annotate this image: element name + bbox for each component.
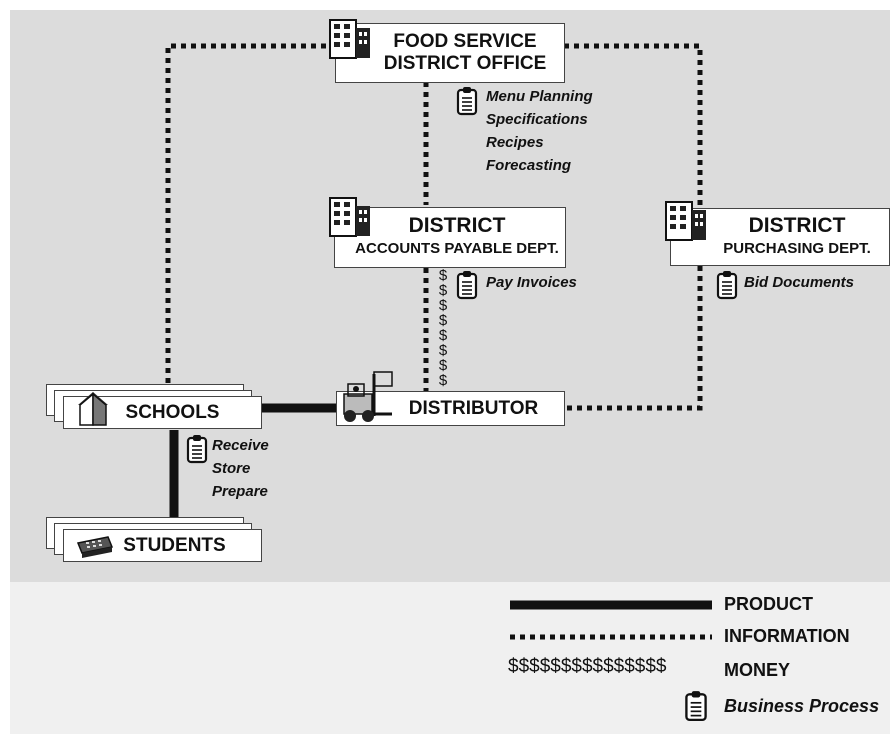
office-building-icon (329, 19, 370, 59)
clipboard-icon (186, 435, 208, 464)
info-line-purchasing-to-distributor (565, 266, 703, 411)
process-item: Forecasting (486, 157, 572, 174)
purchasing-line1: DISTRICT (748, 214, 846, 237)
school-house-icon (78, 392, 108, 426)
legend-business-process-label: Business Process (724, 696, 880, 716)
money-symbol: $ (438, 267, 448, 284)
legend-information-label: INFORMATION (724, 626, 850, 646)
food-service-office-box: FOOD SERVICE DISTRICT OFFICE (335, 23, 565, 83)
info-line-food-to-purchasing (564, 43, 703, 207)
clipboard-icon (456, 87, 478, 116)
clipboard-icon (716, 271, 738, 300)
legend-money-symbols: $$$$$$$$$$$$$$$ (508, 656, 667, 677)
money-symbol: $ (438, 327, 448, 344)
purchasing-line2: PURCHASING DEPT. (723, 240, 871, 257)
process-item: Bid Documents (744, 274, 855, 291)
office-building-icon (665, 201, 706, 241)
diagram-area (10, 10, 890, 582)
info-line-food-to-schools (165, 43, 336, 392)
process-item: Menu Planning (486, 88, 593, 105)
money-symbol: $ (438, 312, 448, 329)
food-service-line1: FOOD SERVICE (393, 31, 537, 52)
clipboard-icon (685, 691, 707, 722)
process-item: Recipes (486, 134, 544, 151)
students-label: STUDENTS (123, 535, 226, 556)
money-symbol: $ (438, 282, 448, 299)
process-item: Specifications (486, 111, 588, 128)
legend-area (10, 582, 890, 734)
process-item: Store (212, 460, 251, 477)
process-item: Receive (212, 437, 269, 454)
purchasing-process-list: Bid Documents (744, 271, 854, 294)
money-symbol: $ (438, 357, 448, 374)
money-trail: $$$$$$$$ (436, 268, 450, 388)
food-service-line2: DISTRICT OFFICE (383, 53, 547, 74)
money-symbol: $ (438, 297, 448, 314)
money-symbol: $ (438, 342, 448, 359)
accounts-payable-box: DISTRICT ACCOUNTS PAYABLE DEPT. (334, 207, 566, 268)
accounts-payable-line2: ACCOUNTS PAYABLE DEPT. (355, 240, 559, 257)
legend-money-label: MONEY (724, 660, 791, 680)
forklift-icon (343, 371, 393, 422)
clipboard-icon (456, 271, 478, 300)
process-item: Pay Invoices (486, 274, 577, 291)
cash-register-icon (76, 536, 114, 558)
schools-label: SCHOOLS (125, 402, 220, 423)
accounts-payable-line1: DISTRICT (408, 214, 506, 237)
accounts-payable-process-list: Pay Invoices (486, 271, 577, 294)
office-building-icon (329, 197, 370, 237)
purchasing-dept-box: DISTRICT PURCHASING DEPT. (670, 208, 890, 266)
legend-product-label: PRODUCT (724, 594, 813, 614)
money-symbol: $ (438, 372, 448, 389)
process-item: Prepare (212, 483, 268, 500)
distributor-label: DISTRIBUTOR (408, 398, 539, 419)
